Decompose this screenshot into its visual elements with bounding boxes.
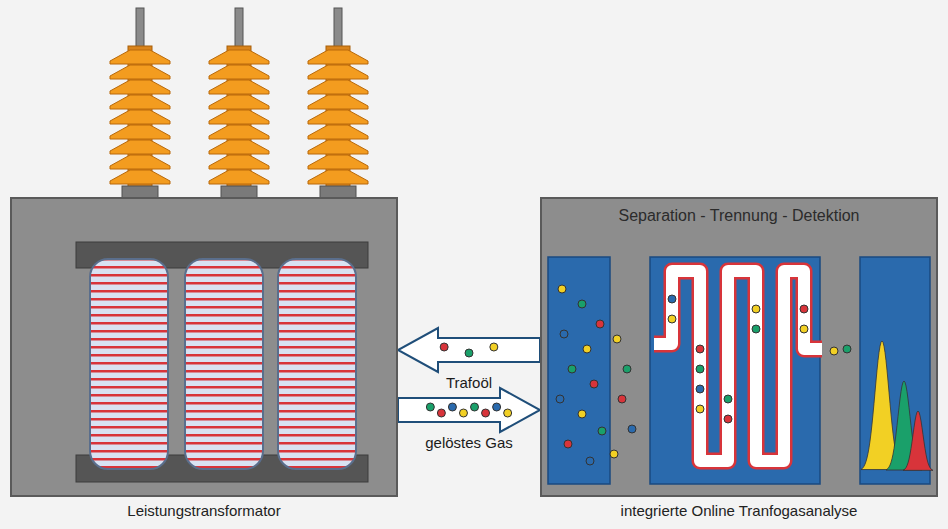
bushing-shed xyxy=(308,95,368,109)
gas-molecule xyxy=(568,365,576,373)
separation-column xyxy=(654,271,822,461)
bushing-shed xyxy=(308,140,368,154)
gas-molecule xyxy=(583,345,591,353)
gas-molecule xyxy=(471,403,479,411)
gas-molecule xyxy=(800,305,808,313)
analyzer-art xyxy=(542,199,936,495)
bushing-shed xyxy=(110,110,170,124)
analyzer-box: Separation - Trennung - Detektionintegri… xyxy=(540,197,938,497)
gas-molecule xyxy=(596,320,604,328)
gas-molecule xyxy=(830,347,838,355)
flow-arrow xyxy=(398,328,540,372)
bushing-shed xyxy=(308,170,368,184)
detector-peak xyxy=(903,411,933,470)
gas-molecule xyxy=(668,315,676,323)
bushing xyxy=(308,8,368,199)
bushing-shed xyxy=(110,65,170,79)
box-header: Separation - Trennung - Detektion xyxy=(618,207,859,225)
gas-molecule xyxy=(560,330,568,338)
bushing-shed xyxy=(110,155,170,169)
bushing-shed xyxy=(209,95,269,109)
bushing-shed xyxy=(308,50,368,64)
bushing-shed xyxy=(209,65,269,79)
bushing-shed xyxy=(110,80,170,94)
gas-molecule xyxy=(613,335,621,343)
bushing-rod xyxy=(136,8,144,52)
bushing-shed xyxy=(308,110,368,124)
gas-molecule xyxy=(668,295,676,303)
bushing-shed xyxy=(110,125,170,139)
transformer-box: Leistungstransformator xyxy=(10,197,398,497)
bushing-shed xyxy=(110,140,170,154)
gas-molecule xyxy=(459,409,467,417)
gas-molecule xyxy=(800,325,808,333)
gas-molecule xyxy=(618,395,626,403)
analyzer-module xyxy=(548,257,610,484)
gas-molecule xyxy=(623,365,631,373)
flow-label: gelöstes Gas xyxy=(422,434,516,452)
gas-molecule xyxy=(843,345,851,353)
bushing-shed xyxy=(308,155,368,169)
bushing-shed xyxy=(209,125,269,139)
gas-molecule xyxy=(752,305,760,313)
column-outline xyxy=(654,271,822,461)
gas-molecule xyxy=(696,345,704,353)
bushing-shed xyxy=(209,110,269,124)
bushing-shed xyxy=(110,170,170,184)
gas-molecule xyxy=(628,425,636,433)
bushing xyxy=(110,8,170,199)
coil-winding xyxy=(185,259,263,469)
gas-molecule xyxy=(696,405,704,413)
gas-molecule xyxy=(440,343,448,351)
coil-winding xyxy=(278,259,356,469)
flow-arrow xyxy=(398,388,540,432)
transformer-core-art xyxy=(12,199,396,495)
gas-molecule xyxy=(586,457,594,465)
box-caption: integrierte Online Tranfogasanalyse xyxy=(621,502,858,520)
gas-molecule xyxy=(610,450,618,458)
gas-molecule xyxy=(482,409,490,417)
flow-label: Trafoöl xyxy=(443,374,495,392)
bushing-shed xyxy=(110,95,170,109)
coil-winding xyxy=(90,259,168,469)
gas-molecule xyxy=(448,403,456,411)
bushing-shed xyxy=(209,170,269,184)
gas-molecule xyxy=(724,395,732,403)
gas-molecule xyxy=(426,403,434,411)
bushing-shed xyxy=(308,65,368,79)
gas-molecule xyxy=(556,395,564,403)
box-caption: Leistungstransformator xyxy=(127,502,280,520)
gas-molecule xyxy=(558,285,566,293)
gas-molecule xyxy=(437,409,445,417)
bushing-shed xyxy=(209,80,269,94)
bushing-shed xyxy=(209,140,269,154)
gas-molecule xyxy=(504,409,512,417)
bushing-shed xyxy=(308,125,368,139)
bushing-rod xyxy=(235,8,243,52)
gas-molecule xyxy=(752,325,760,333)
gas-molecule xyxy=(696,385,704,393)
gas-molecule xyxy=(578,300,586,308)
gas-molecule xyxy=(696,365,704,373)
gas-molecule xyxy=(490,343,498,351)
bushing-shed xyxy=(110,50,170,64)
gas-molecule xyxy=(578,410,586,418)
gas-molecule xyxy=(724,415,732,423)
gas-molecule xyxy=(598,427,606,435)
bushing-shed xyxy=(308,80,368,94)
bushing-shed xyxy=(209,50,269,64)
gas-molecule xyxy=(564,440,572,448)
gas-molecule xyxy=(493,403,501,411)
gas-molecule xyxy=(465,349,473,357)
gas-molecule xyxy=(590,380,598,388)
bushing-rod xyxy=(334,8,342,52)
bushing-shed xyxy=(209,155,269,169)
bushing xyxy=(209,8,269,199)
